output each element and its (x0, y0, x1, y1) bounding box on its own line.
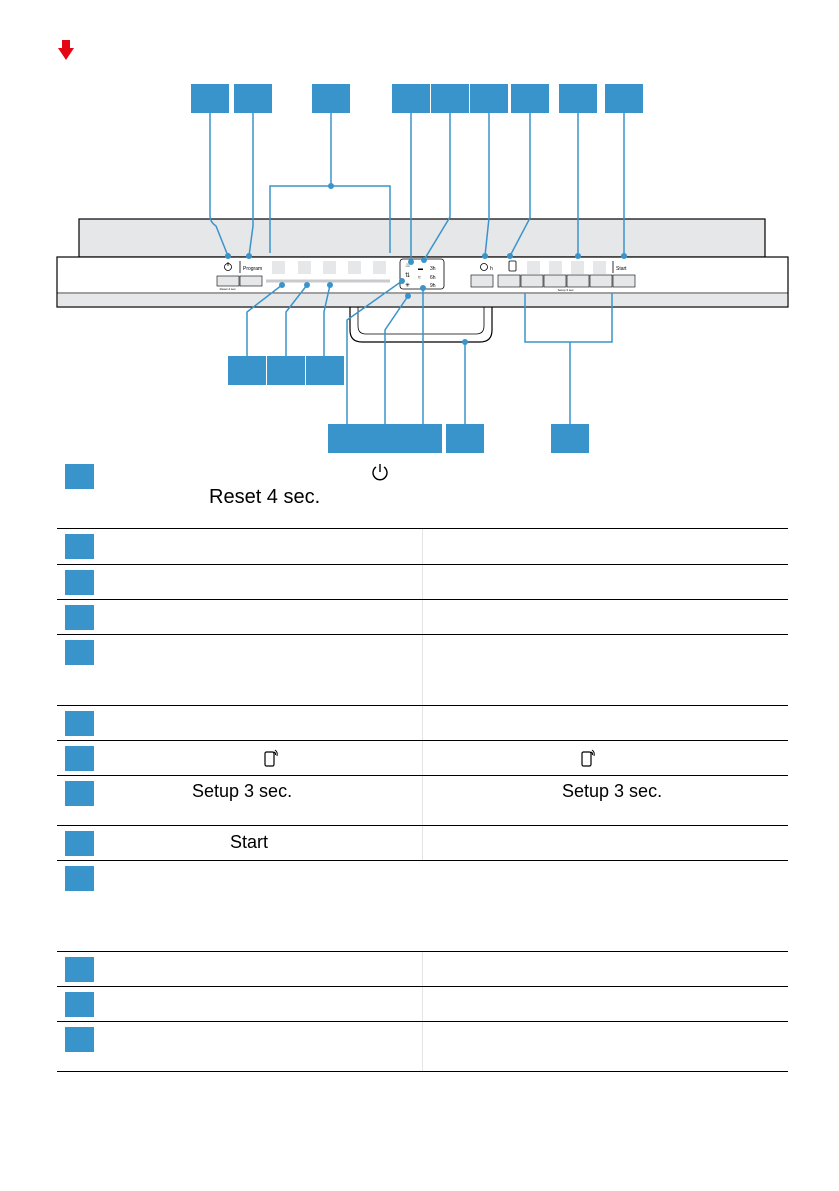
svg-text:h: h (490, 266, 493, 272)
table-row (57, 741, 788, 776)
callout-15 (404, 424, 442, 453)
remote-start-icon (264, 747, 280, 772)
row-number (65, 992, 94, 1017)
row-number (65, 746, 94, 771)
table-row (57, 600, 788, 635)
callout-10 (228, 356, 266, 385)
table-row (57, 987, 788, 1022)
remote-start-icon (581, 747, 597, 772)
table-row: Setup 3 sec. Setup 3 sec. (57, 776, 788, 826)
callout-12 (306, 356, 344, 385)
reset-label: Reset 4 sec. (209, 486, 321, 508)
svg-text:3h: 3h (430, 266, 436, 272)
power-icon (371, 462, 389, 487)
row-number (65, 831, 94, 856)
table-row (57, 529, 788, 565)
svg-text:✳: ✳ (405, 282, 410, 289)
callout-17 (551, 424, 589, 453)
callout-4 (392, 84, 430, 113)
row-number (65, 1027, 94, 1052)
row-number (65, 711, 94, 736)
callout-9 (605, 84, 643, 113)
table-row (57, 565, 788, 600)
row-number (65, 640, 94, 665)
callout-1 (191, 84, 229, 113)
table-row: Start (57, 826, 788, 861)
row-number (65, 866, 94, 891)
row-number (65, 781, 94, 806)
row-number (65, 957, 94, 982)
start-label: Start (230, 832, 269, 852)
setup-label: Setup 3 sec. (562, 781, 663, 801)
svg-text:6h: 6h (430, 275, 436, 281)
callout-13 (328, 424, 366, 453)
svg-text:Reset 4 sec.: Reset 4 sec. (220, 287, 237, 291)
callout-5 (431, 84, 469, 113)
table-row (57, 952, 788, 987)
callout-14 (366, 424, 404, 453)
setup-label: Setup 3 sec. (192, 781, 293, 801)
callout-16 (446, 424, 484, 453)
svg-text:♨: ♨ (405, 262, 410, 269)
row-number (65, 534, 94, 559)
row-number (65, 605, 94, 630)
continuation-arrow-icon (58, 40, 74, 60)
table-row (57, 861, 788, 952)
table-row (57, 635, 788, 706)
table-row: Reset 4 sec. (57, 458, 788, 529)
svg-text:Start: Start (616, 266, 627, 272)
svg-text:⇅: ⇅ (405, 273, 410, 279)
callout-2 (234, 84, 272, 113)
row-number (65, 570, 94, 595)
svg-text:Setup 3 sec.: Setup 3 sec. (558, 288, 575, 292)
callout-7 (511, 84, 549, 113)
callout-11 (267, 356, 305, 385)
row-number (65, 464, 94, 489)
callout-6 (470, 84, 508, 113)
table-row (57, 706, 788, 741)
legend-table: Reset 4 sec. Setup 3 sec. Setup 3 sec. (57, 458, 788, 1072)
svg-text:≈: ≈ (418, 275, 421, 281)
callout-8 (559, 84, 597, 113)
callout-3 (312, 84, 350, 113)
power-button-area: Reset 4 sec. (216, 262, 240, 291)
table-row (57, 1022, 788, 1072)
svg-text:9h: 9h (430, 283, 436, 289)
svg-text:Program: Program (243, 266, 262, 272)
svg-text:▬: ▬ (418, 266, 423, 272)
control-panel-diagram: Reset 4 sec. Program ♨ ⇅ ✳ ▬ ≈ 3h 6h 9h … (56, 113, 789, 424)
